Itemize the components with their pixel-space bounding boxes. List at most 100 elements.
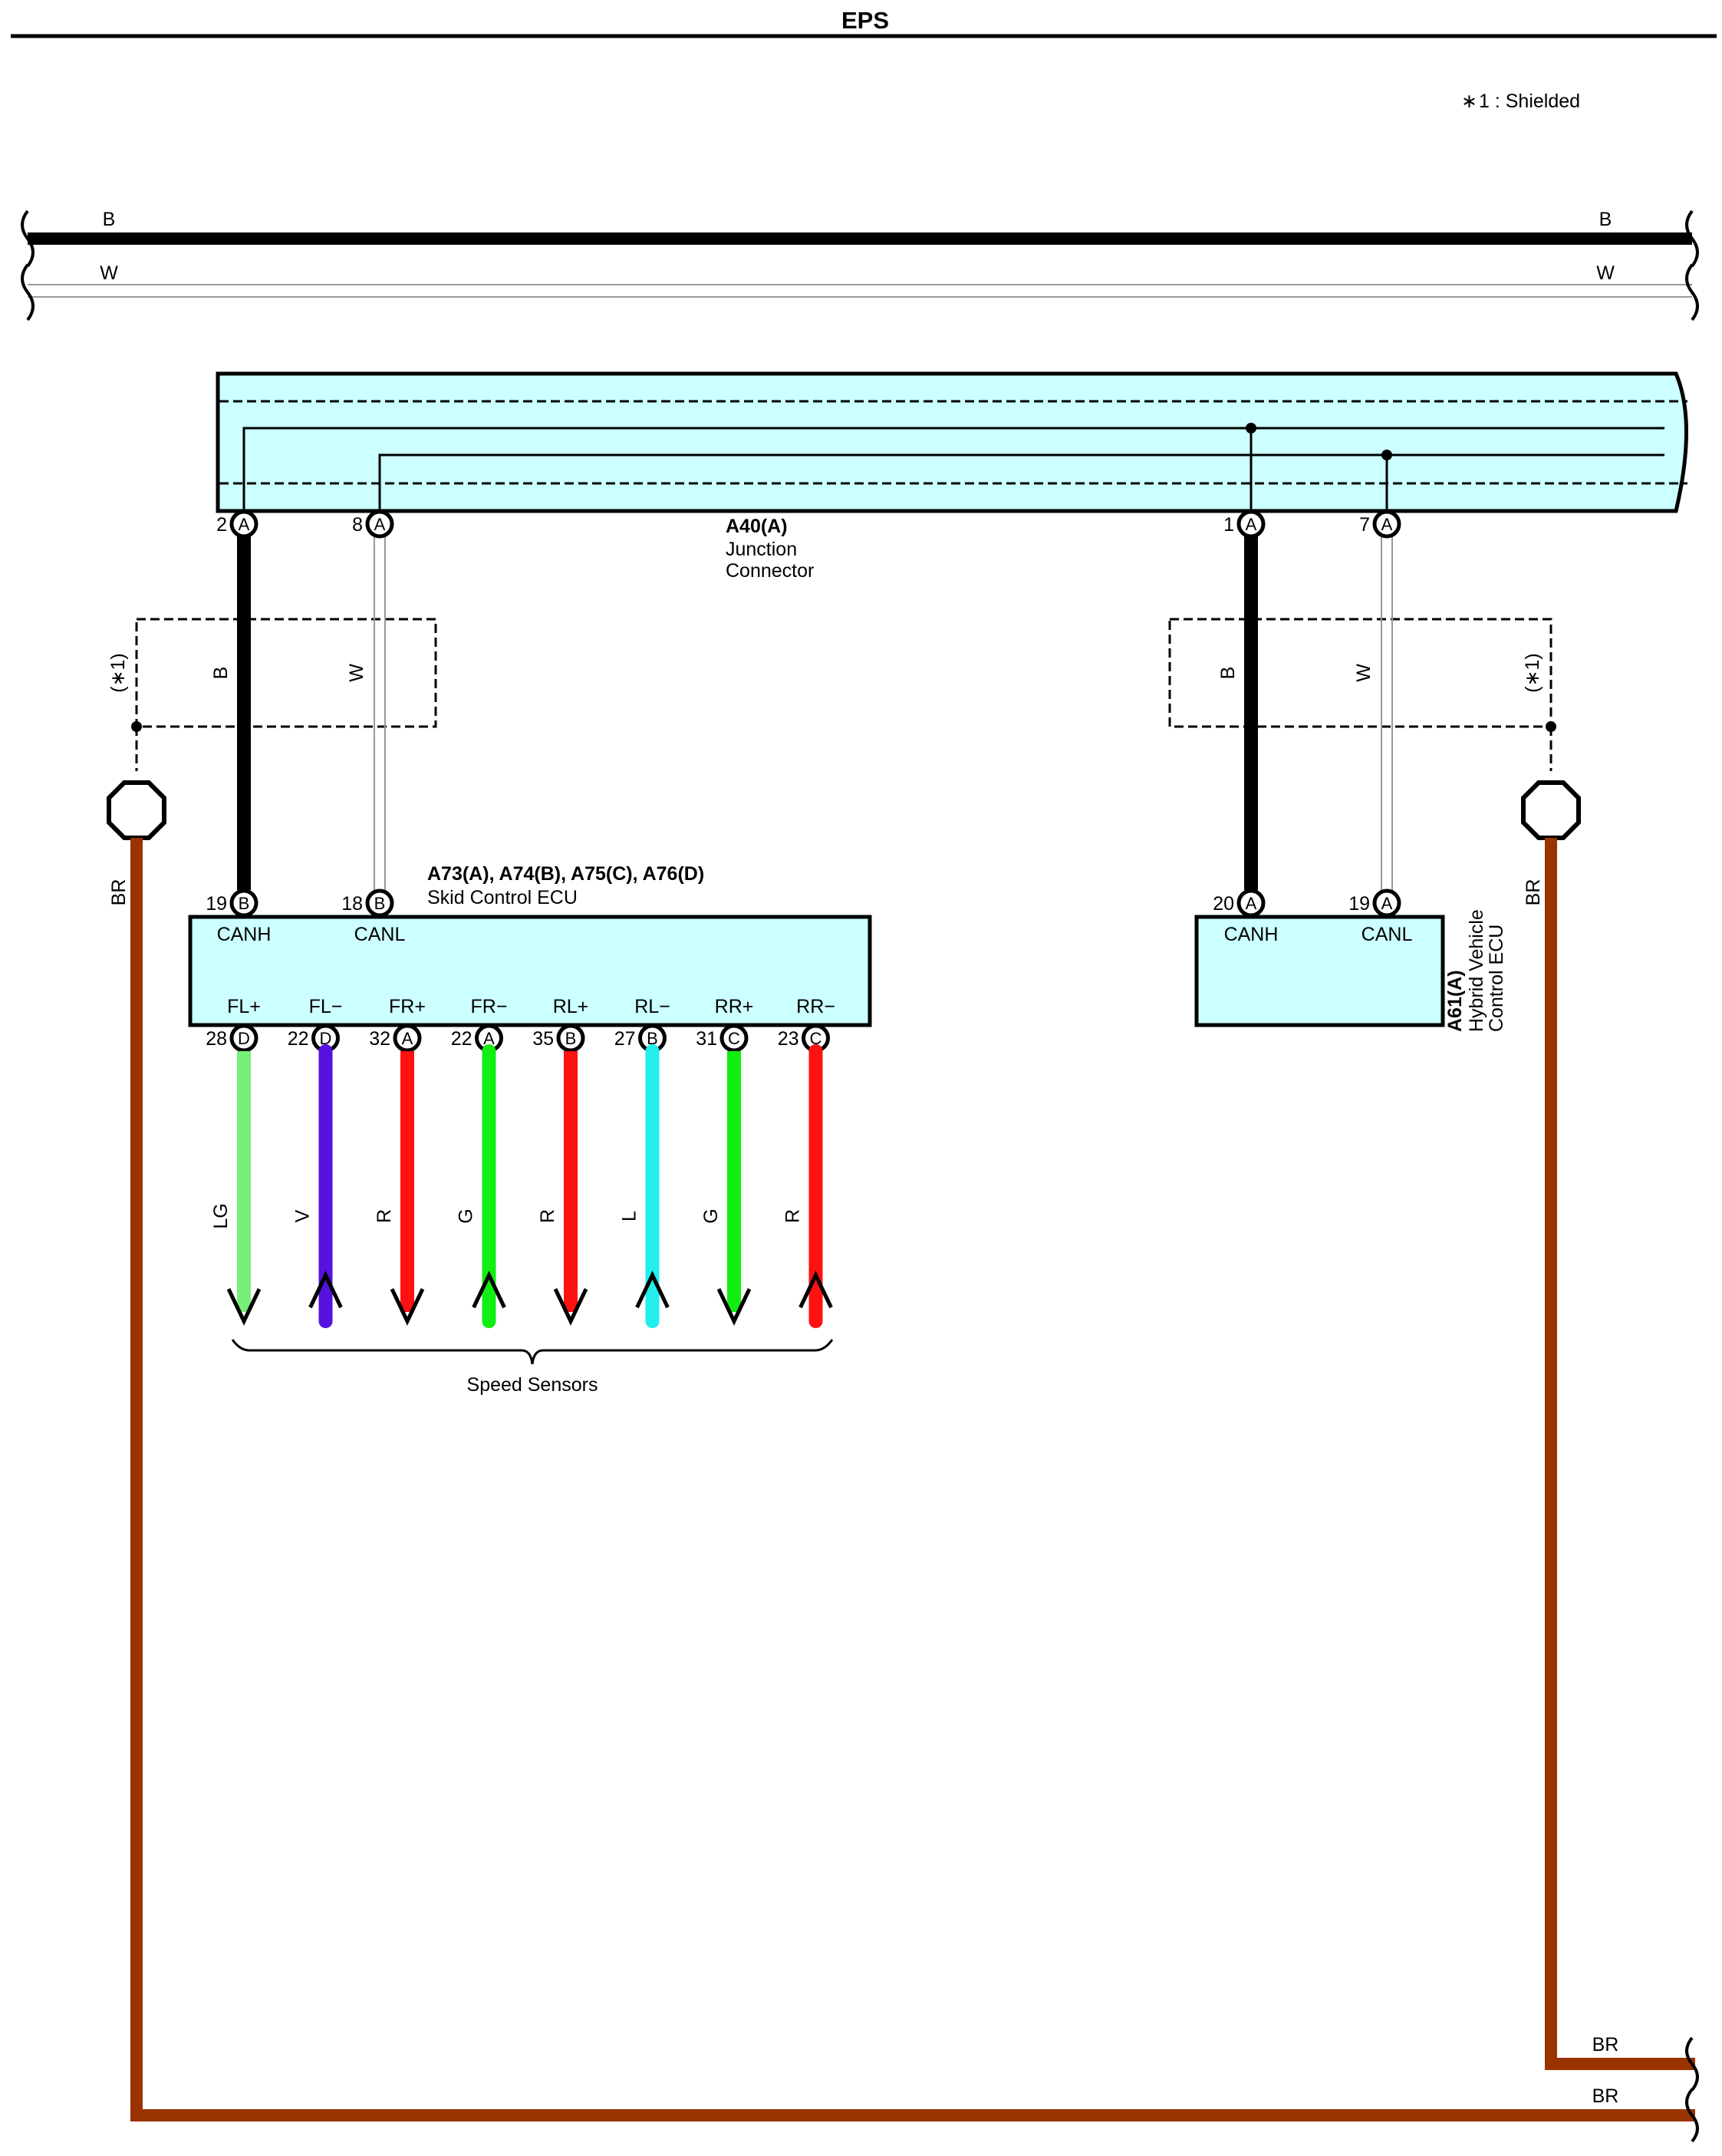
junction-pin-7-letter: A (1381, 515, 1393, 534)
sensor-pin-label-flminus: FL− (309, 996, 343, 1017)
sensor-pin-rrminus-letter: C (810, 1029, 822, 1048)
svg-text:Control ECU: Control ECU (1486, 925, 1507, 1032)
svg-text:Hybrid Vehicle: Hybrid Vehicle (1466, 909, 1487, 1032)
sensor-pin-flminus: D 22 (288, 1024, 340, 1053)
sensor-pin-rlplus: B 35 (532, 1024, 585, 1053)
svg-text:W: W (100, 262, 118, 284)
sensor-pin-rrplus-letter: C (728, 1029, 740, 1048)
skid-pin-canl-letter: B (374, 894, 386, 913)
skid-canh-wire-label: B (210, 667, 232, 680)
junction-pin-2: A2 (216, 509, 258, 539)
hv-pin-canl-letter: A (1381, 894, 1393, 913)
sensor-pin-rrminus-number: 23 (778, 1028, 799, 1050)
svg-text:BR: BR (108, 879, 130, 906)
skid-pin-canh: B19 (206, 888, 258, 918)
junction-connector: A40(A) Junction Connector (216, 371, 1688, 582)
skid-ecu-body (188, 915, 872, 1027)
ground-point-right-icon (1521, 780, 1581, 840)
sensor-wire-label-rrminus: R (782, 1209, 804, 1223)
sensor-pin-flminus-letter: D (320, 1029, 332, 1048)
hv-pin-canl: A 19 (1348, 888, 1401, 918)
svg-text:(∗1): (∗1) (107, 653, 129, 693)
sensor-wire-label-flminus: V (292, 1209, 314, 1222)
sensor-wire-label-frplus: R (374, 1209, 395, 1223)
sensor-pin-flminus-number: 22 (288, 1028, 309, 1050)
sensor-arrow-frminus-icon (472, 1271, 506, 1309)
sensor-pin-label-rrplus: RR+ (715, 996, 754, 1017)
skid-pin-canh-number: 19 (206, 893, 227, 915)
sensor-arrow-frplus-icon (390, 1287, 425, 1326)
sensor-pin-rlminus-letter: B (647, 1029, 658, 1048)
sensor-pin-flplus-ring (229, 1024, 258, 1053)
sensor-pin-label-frplus: FR+ (389, 996, 426, 1017)
svg-text:∗: ∗ (1461, 91, 1477, 112)
sensor-arrow-rrminus-icon (798, 1271, 833, 1309)
skid-canl-wire-label: W (346, 664, 367, 682)
hv-canh-wire-label: B (1217, 667, 1239, 680)
junction-pin-8: A8 (352, 509, 394, 539)
svg-text:(∗1): (∗1) (1522, 653, 1543, 693)
sensor-wire-label-rrplus: G (700, 1208, 722, 1223)
hv-canl-wire-label: W (1353, 664, 1375, 682)
skid-canl-label: CANL (354, 924, 406, 945)
hv-pin-canh-ring (1236, 888, 1266, 918)
ground-point-left-icon (107, 780, 166, 840)
hv-pin-canh-letter: A (1246, 894, 1257, 913)
sensor-pin-rlplus-number: 35 (532, 1028, 554, 1050)
svg-text:BR: BR (1592, 2034, 1619, 2055)
sensor-arrow-rlminus-icon (635, 1271, 670, 1309)
sensor-pin-rlplus-ring (556, 1024, 585, 1053)
ground-wires: BR BR BR BR (108, 838, 1699, 2143)
junction-pin-1-number: 1 (1223, 514, 1234, 536)
junction-connector-body (216, 371, 1688, 513)
break-mark-right (1685, 209, 1699, 321)
svg-text:Connector: Connector (726, 560, 814, 582)
junction-pin-8-ring (365, 509, 394, 539)
svg-text:B: B (103, 209, 116, 230)
svg-text:BR: BR (1523, 879, 1544, 906)
sensor-pin-frplus-number: 32 (369, 1028, 390, 1050)
hv-pin-canl-number: 19 (1348, 893, 1370, 915)
sensor-wire-label-flplus: LG (210, 1203, 232, 1228)
skid-pin-canl: B 18 (341, 888, 394, 918)
sensor-pin-label-frminus: FR− (471, 996, 508, 1017)
shield-legend: ∗ 1 : Shielded (1461, 91, 1580, 112)
junction-pin-2-number: 2 (216, 514, 227, 536)
junction-pin-1-letter: A (1246, 515, 1257, 534)
sensor-arrow-flminus-icon (308, 1271, 343, 1309)
svg-text:A73(A), A74(B), A75(C), A76(D): A73(A), A74(B), A75(C), A76(D) (427, 863, 704, 885)
sensor-wire-label-frminus: G (456, 1208, 477, 1223)
svg-text:A40(A): A40(A) (726, 516, 788, 537)
page-title: EPS (841, 7, 889, 34)
shield-left: (∗1) (107, 618, 437, 771)
sensor-pin-frminus-number: 22 (451, 1028, 472, 1050)
sensor-pin-frplus-letter: A (402, 1029, 413, 1048)
skid-pin-canl-number: 18 (341, 893, 363, 915)
sensor-arrow-flplus-icon (226, 1287, 262, 1326)
sensor-pin-flplus: D28 (206, 1024, 258, 1053)
sensor-pin-label-flplus: FL+ (227, 996, 261, 1017)
sensor-pin-rrminus: C 23 (778, 1024, 830, 1053)
skid-pin-canl-ring (365, 888, 394, 918)
speed-sensors-bracket: Speed Sensors (231, 1339, 834, 1396)
sensor-pin-label-rlplus: RL+ (553, 996, 589, 1017)
junction-pin-7-ring (1372, 509, 1401, 539)
break-mark-left (21, 209, 35, 321)
hv-canl-label: CANL (1361, 924, 1413, 945)
sensor-arrow-rlplus-icon (553, 1287, 588, 1326)
sensor-pin-rrplus-ring (719, 1024, 749, 1053)
svg-text:BR: BR (1592, 2085, 1619, 2107)
junction-pin-7-number: 7 (1359, 514, 1370, 536)
sensor-pin-rlplus-letter: B (565, 1029, 577, 1048)
sensor-pin-rrplus: C31 (696, 1024, 749, 1053)
svg-text:Junction: Junction (726, 539, 797, 560)
svg-text:Speed Sensors: Speed Sensors (467, 1374, 598, 1396)
sensor-pin-label-rrminus: RR− (796, 996, 835, 1017)
skid-control-ecu: A73(A), A74(B), A75(C), A76(D) Skid Cont… (188, 863, 872, 1027)
junction-pin-7: A7 (1359, 509, 1401, 539)
sensor-pin-rlminus: B27 (614, 1024, 667, 1053)
hv-pin-canl-ring (1372, 888, 1401, 918)
hv-control-ecu: A61(A) Hybrid Vehicle Control ECU (1194, 909, 1507, 1032)
